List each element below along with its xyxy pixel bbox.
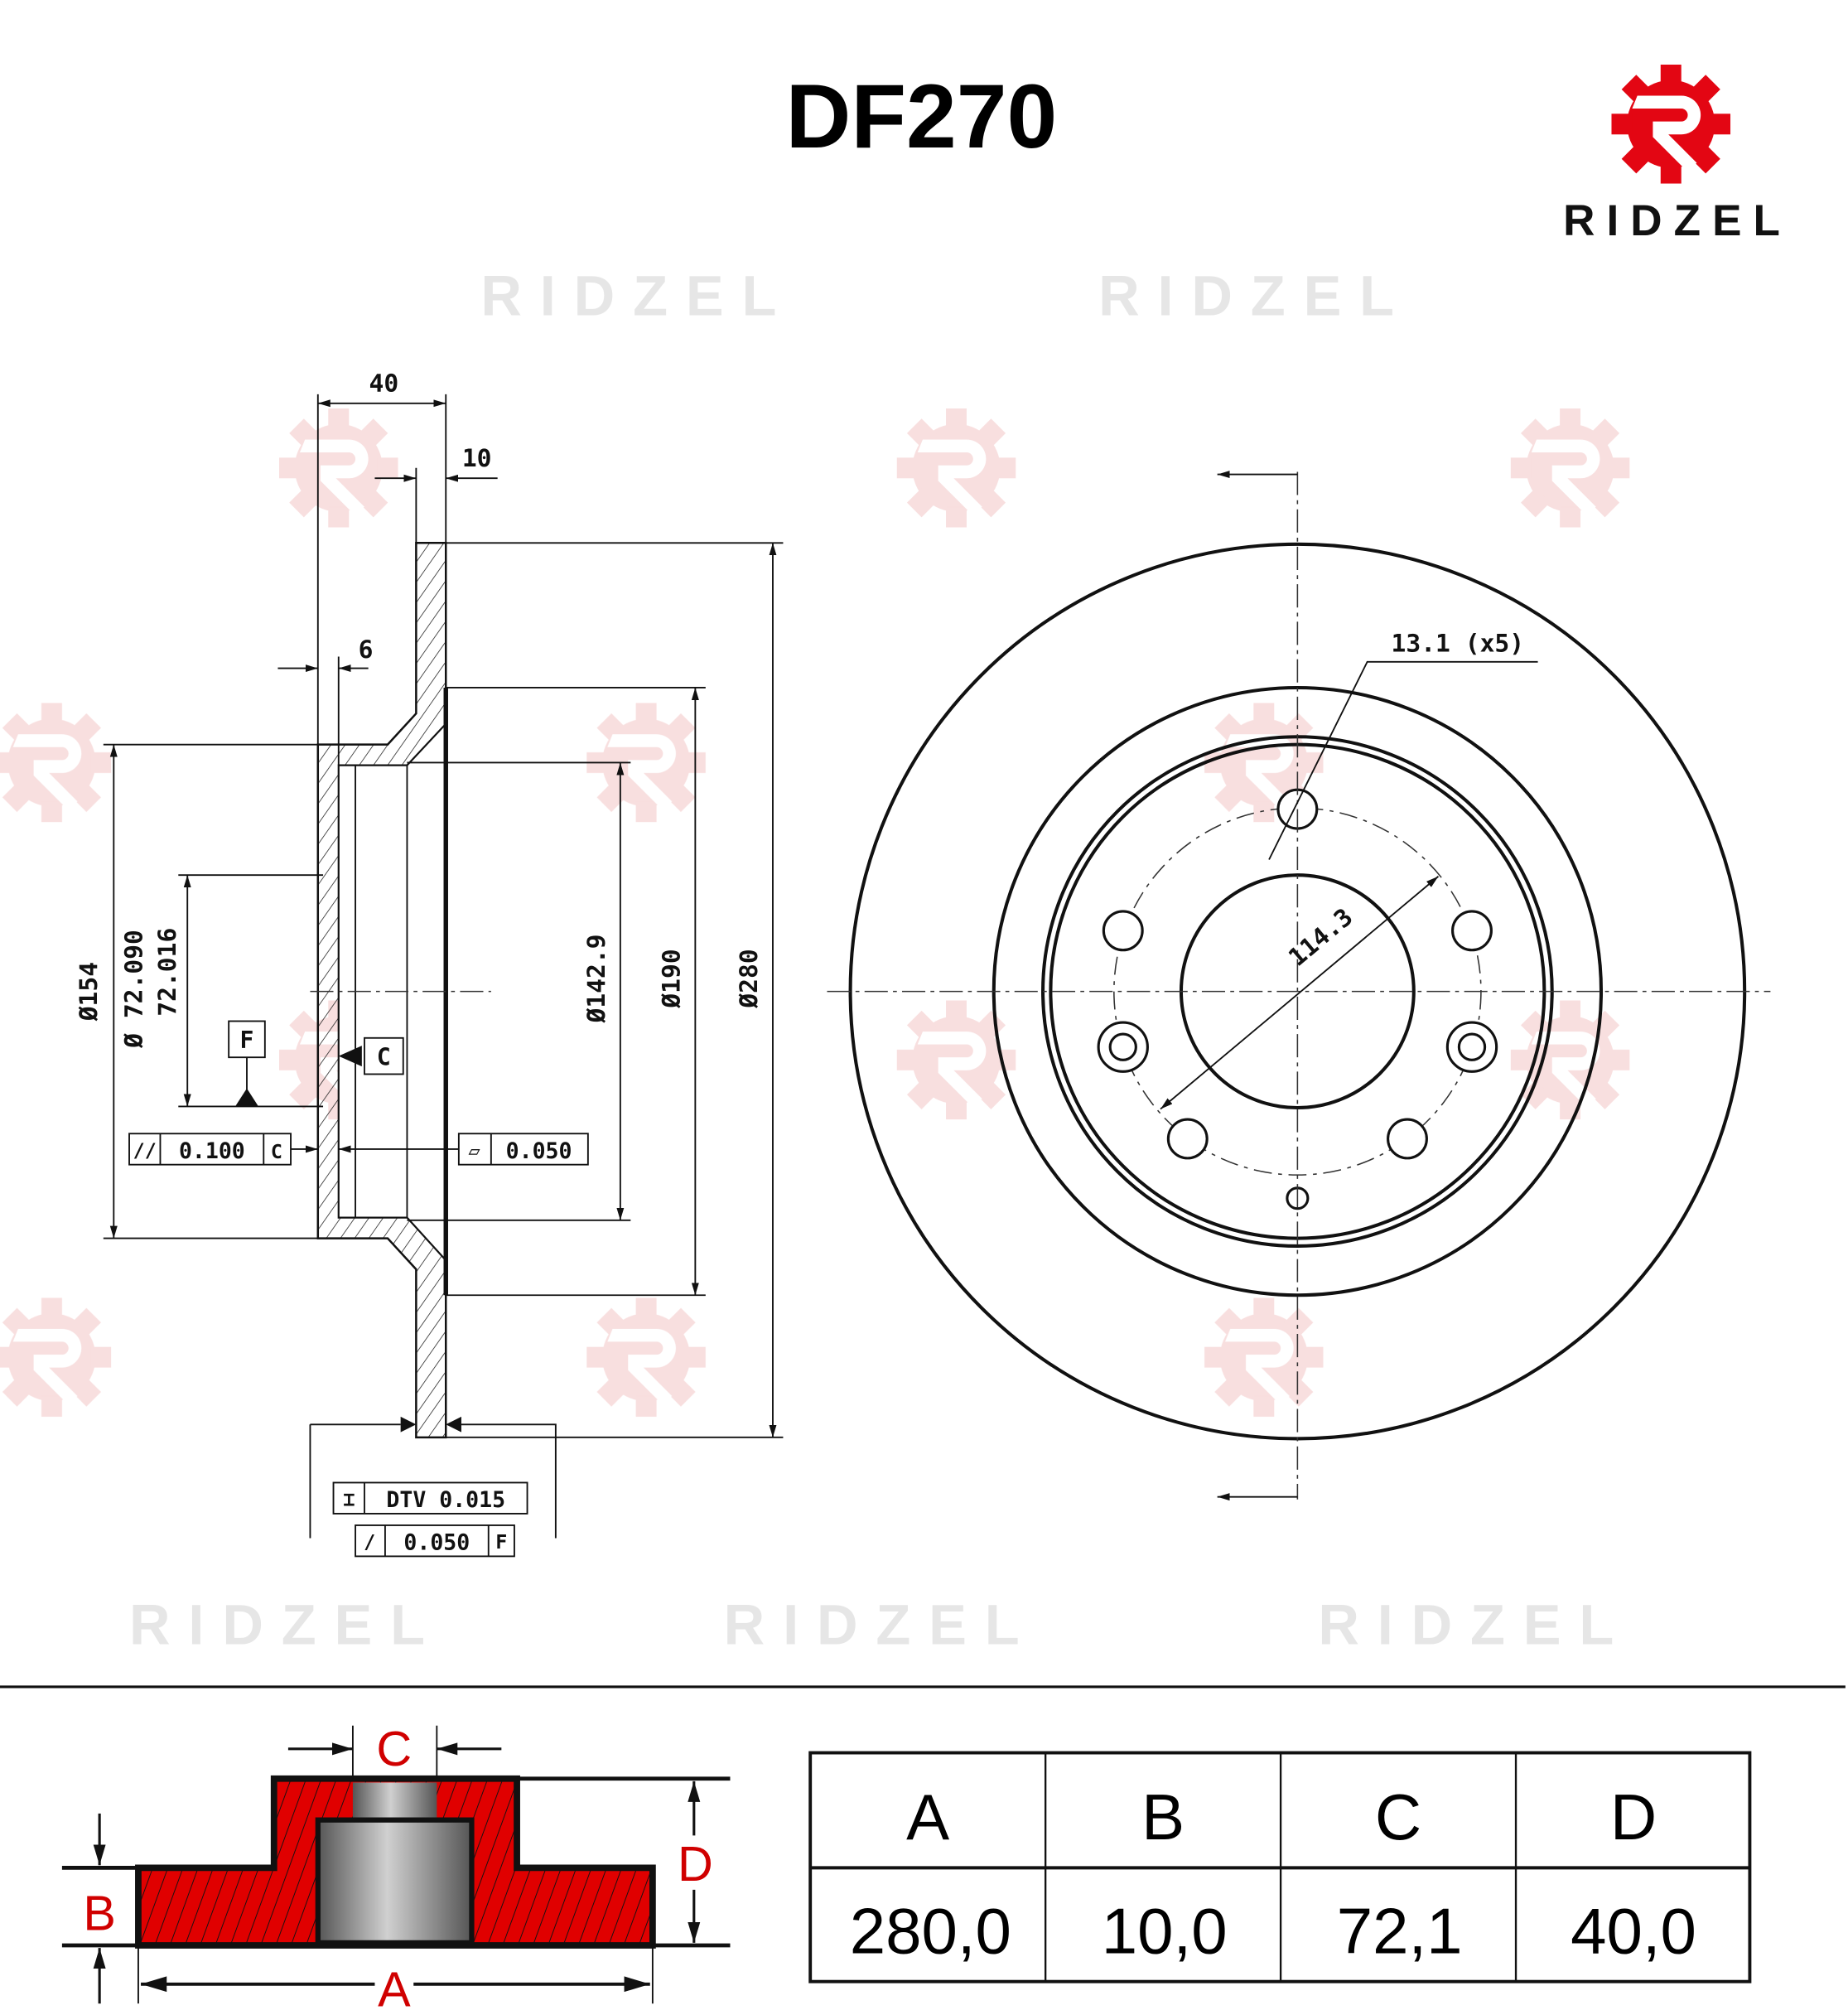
svg-text:0.100: 0.100 <box>179 1138 245 1164</box>
svg-text:▱: ▱ <box>469 1138 481 1162</box>
dim-10-label: 10 <box>462 443 492 472</box>
dia-280-label: Ø280 <box>734 949 763 1008</box>
svg-text:F: F <box>495 1530 507 1553</box>
watermark-text: RIDZEL <box>724 1592 1038 1656</box>
part-number-title: DF270 <box>786 66 1058 167</box>
bolt-hole <box>1451 910 1493 952</box>
watermark-gear-icon <box>0 1297 112 1417</box>
pcd-label: 114.3 <box>1283 902 1358 972</box>
dia-72-min-label: 72.016 <box>152 928 181 1017</box>
watermark-gear-icon <box>0 703 112 823</box>
dia-154-label: Ø154 <box>74 962 103 1022</box>
dim-40-label: 40 <box>369 369 399 398</box>
table-value-a: 280,0 <box>850 1894 1011 1967</box>
bolt-hole <box>1102 910 1144 952</box>
section-view: 40 10 6 Ø154 Ø 72.090 72.016 F C // 0.10… <box>74 369 784 1558</box>
svg-text:⌶: ⌶ <box>343 1488 355 1511</box>
table-header-b: B <box>1141 1780 1185 1853</box>
gear-logo-icon <box>1611 65 1731 184</box>
legend-a-label: A <box>378 1961 411 2010</box>
svg-text:0.050: 0.050 <box>506 1138 572 1164</box>
bolt-hole <box>1166 1118 1209 1160</box>
dim-6-label: 6 <box>359 635 374 664</box>
brand-name: RIDZEL <box>1563 196 1792 245</box>
front-view: 13.1 (x5) 114.3 <box>827 471 1771 1501</box>
watermark-gear-icon <box>586 1297 706 1417</box>
svg-text:0.050: 0.050 <box>403 1530 470 1556</box>
datum-f-label: F <box>240 1027 254 1054</box>
watermark-gear-icon <box>896 1000 1016 1120</box>
watermark-gear-icon <box>1204 1297 1324 1417</box>
watermark-gear-icon <box>896 408 1016 528</box>
dimension-legend-diagram: C D B A <box>61 1721 731 2010</box>
legend-b-label: B <box>83 1885 116 1940</box>
watermark-gear-icon <box>278 408 398 528</box>
legend-d-label: D <box>678 1836 713 1892</box>
watermark-gear-icon <box>1510 408 1630 528</box>
watermark-text: RIDZEL <box>480 264 794 328</box>
table-header-a: A <box>906 1780 949 1853</box>
bolt-hole <box>1387 1118 1428 1160</box>
ridzel-logo: RIDZEL <box>1563 65 1792 245</box>
bolt-hole-size-label: 13.1 (x5) <box>1392 628 1525 657</box>
flatness-tolerance-frame: ▱ 0.050 <box>338 1133 589 1166</box>
watermark-text: RIDZEL <box>1318 1592 1632 1656</box>
dimensions-table: A B C D 280,0 10,0 72,1 40,0 <box>808 1751 1752 1983</box>
dtv-tolerance-frame: ⌶ DTV 0.015 <box>332 1481 528 1515</box>
parallelism-tolerance-frame: // 0.100 C <box>128 1133 318 1166</box>
table-header-c: C <box>1375 1780 1421 1853</box>
svg-text:DTV 0.015: DTV 0.015 <box>386 1487 505 1513</box>
watermark-text: RIDZEL <box>1098 264 1412 328</box>
table-value-b: 10,0 <box>1102 1894 1228 1967</box>
dia-142-label: Ø142.9 <box>581 935 610 1024</box>
svg-text:/: / <box>364 1530 375 1553</box>
watermark-text: RIDZEL <box>129 1592 443 1656</box>
runout-tolerance-frame: / 0.050 F <box>355 1524 515 1558</box>
svg-text:C: C <box>271 1140 282 1163</box>
datum-c-label: C <box>377 1044 391 1071</box>
svg-text://: // <box>133 1138 157 1162</box>
table-value-d: 40,0 <box>1571 1894 1696 1967</box>
legend-c-label: C <box>376 1721 412 1776</box>
table-value-c: 72,1 <box>1337 1894 1463 1967</box>
table-header-d: D <box>1610 1780 1657 1853</box>
dia-190-label: Ø190 <box>657 949 686 1008</box>
dia-72-max-label: Ø 72.090 <box>119 930 148 1049</box>
watermark-layer: RIDZEL RIDZEL RIDZEL RIDZEL RIDZEL <box>0 264 1632 1656</box>
